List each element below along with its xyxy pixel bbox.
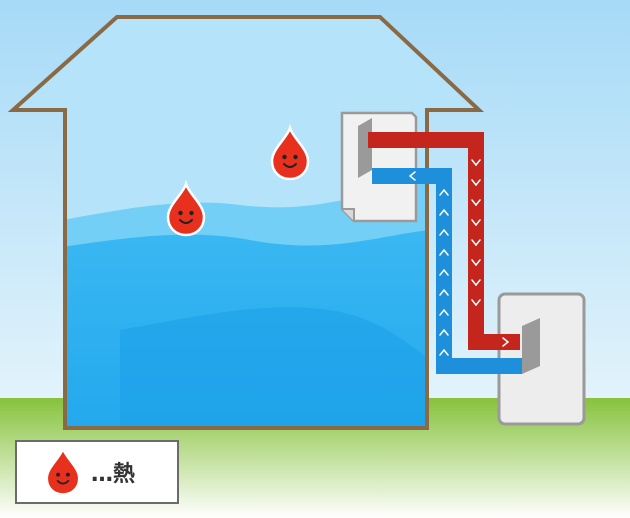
indoor-unit-icon [340,111,418,223]
hot-flow-arrows [471,159,510,347]
cold-flow-arrows [408,171,449,356]
heat-drop-icon [45,447,81,496]
legend: …熱 [15,440,179,504]
house-outline [7,15,485,430]
water-layer-dark [120,307,430,428]
legend-label: …熱 [91,462,136,487]
hot-pipe [368,132,520,350]
outdoor-unit-vent [522,318,540,374]
